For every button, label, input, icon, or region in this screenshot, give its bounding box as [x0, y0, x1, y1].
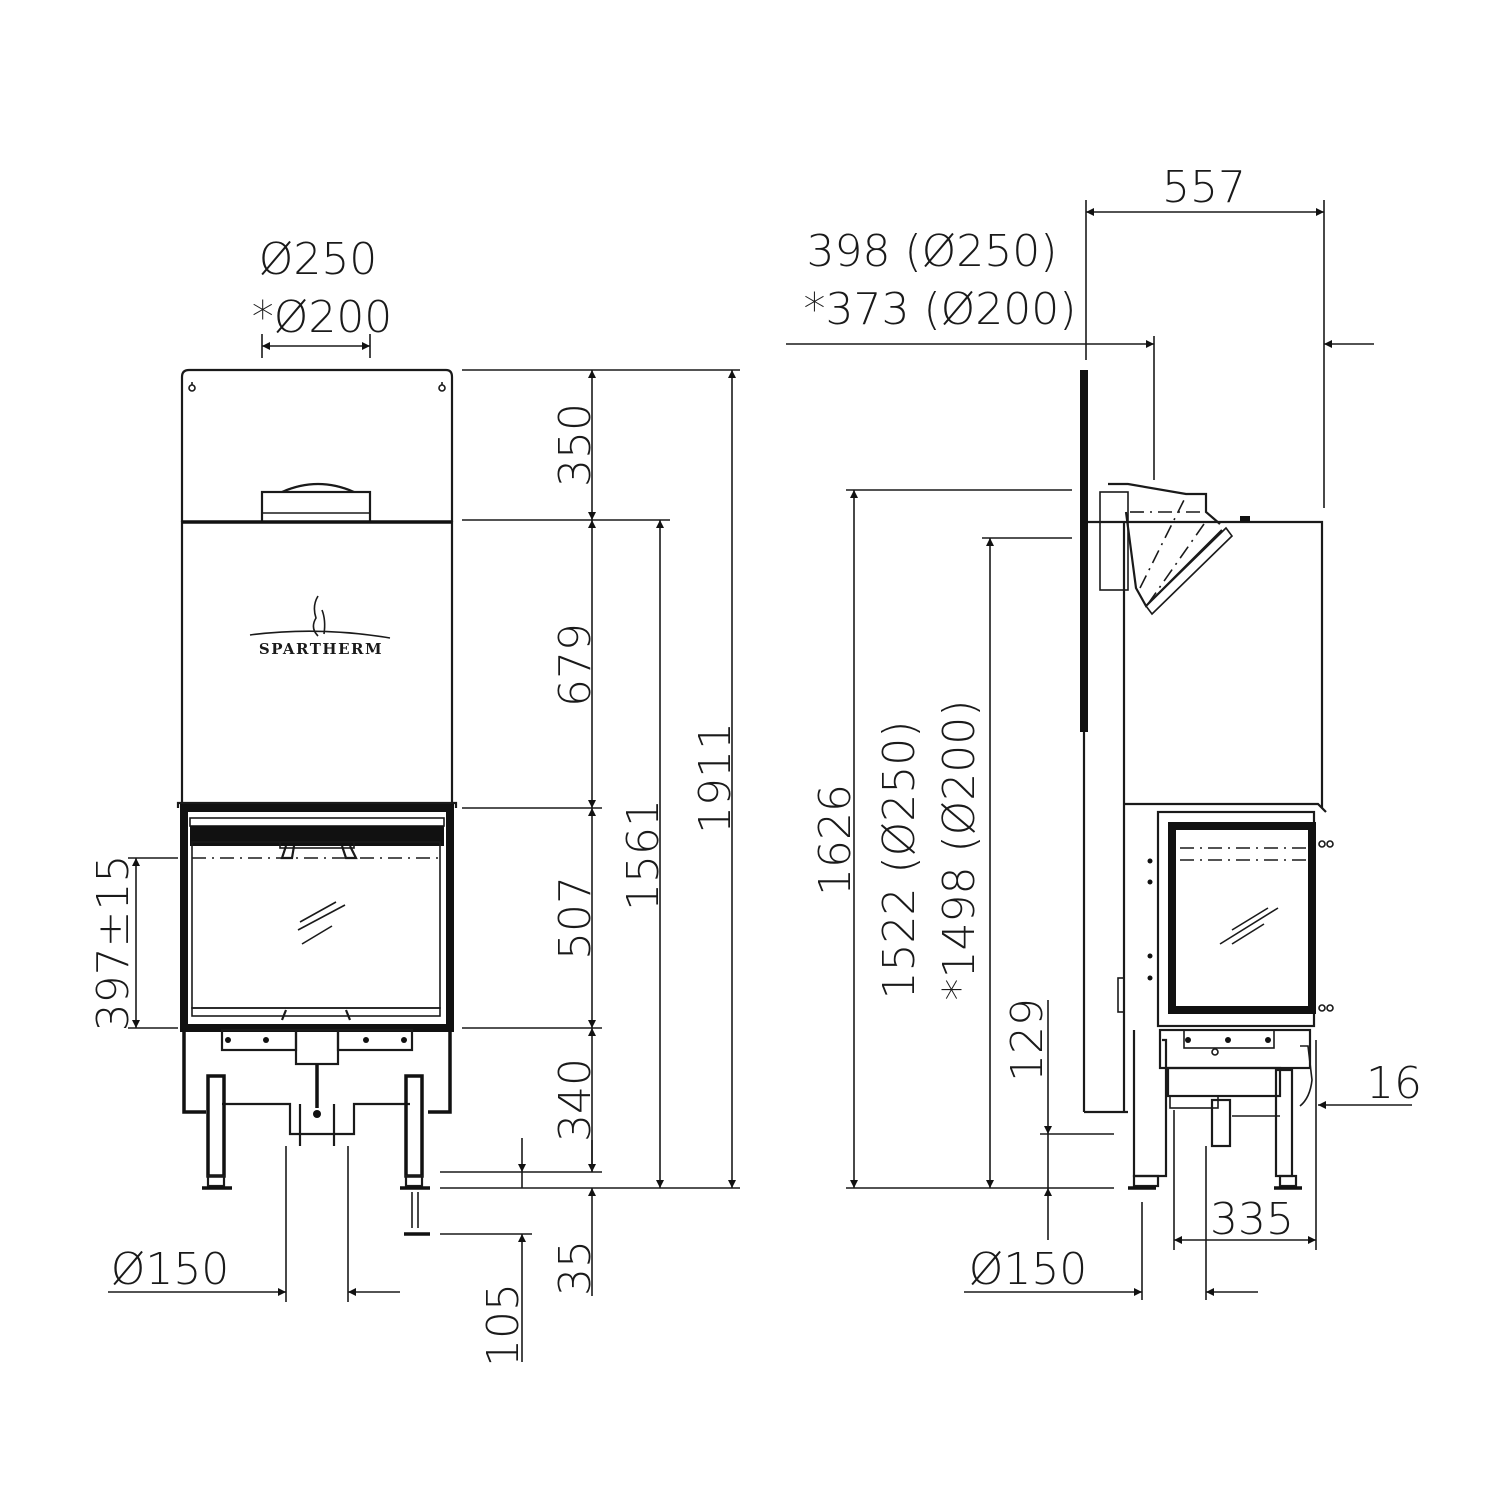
- dim-105: 105: [478, 1283, 529, 1367]
- dim-1561: 1561: [618, 799, 669, 911]
- dim-398: 398 (Ø250): [807, 226, 1058, 277]
- air-inlet-diameter-front: Ø150: [111, 1244, 230, 1295]
- dim-1498: *1498 (Ø200): [934, 700, 985, 1001]
- svg-text:SPARTHERM: SPARTHERM: [259, 640, 383, 658]
- air-inlet-diameter-side: Ø150: [969, 1244, 1088, 1295]
- hood-panel: [180, 520, 454, 806]
- dim-16: 16: [1366, 1058, 1422, 1109]
- dim-35: 35: [550, 1240, 601, 1296]
- front-view: SPARTHERM: [88, 234, 741, 1367]
- dim-397: 397±15: [88, 855, 139, 1032]
- flue-diameter-label: Ø250: [259, 234, 378, 285]
- dim-129: 129: [1002, 998, 1053, 1082]
- base-mechanism: [220, 1028, 414, 1146]
- side-dots: [1147, 858, 1153, 981]
- hinge-pins: [1318, 840, 1334, 1012]
- dim-557: 557: [1162, 162, 1246, 213]
- dim-1911: 1911: [690, 722, 741, 834]
- flue-collar: [260, 482, 372, 524]
- glass-pane: [191, 841, 441, 1009]
- side-door-frame: [1168, 822, 1316, 1014]
- dim-340: 340: [550, 1058, 601, 1142]
- side-view: 557 398 (Ø250) *373 (Ø200) 1626 1522 (Ø2…: [786, 162, 1422, 1300]
- glass-glare-icon: [1219, 907, 1279, 945]
- hood-side: [1124, 520, 1324, 808]
- dim-679: 679: [550, 623, 601, 707]
- door-frame: [180, 804, 454, 1032]
- dim-1626: 1626: [810, 784, 861, 896]
- dim-335: 335: [1210, 1194, 1294, 1245]
- glass-glare-icon: [297, 901, 346, 945]
- legs: [202, 1074, 430, 1236]
- dim-1522: 1522 (Ø250): [874, 721, 925, 1000]
- flue-diameter-alt-label: *Ø200: [252, 292, 393, 343]
- dim-373: *373 (Ø200): [804, 284, 1077, 335]
- dim-507: 507: [550, 876, 601, 960]
- dim-350: 350: [550, 403, 601, 487]
- side-base: [1128, 1028, 1313, 1190]
- top-panel: [180, 368, 454, 522]
- flue-elbow: [1099, 482, 1234, 616]
- spartherm-logo: SPARTHERM: [249, 595, 391, 658]
- keyhole-icon: [188, 382, 446, 392]
